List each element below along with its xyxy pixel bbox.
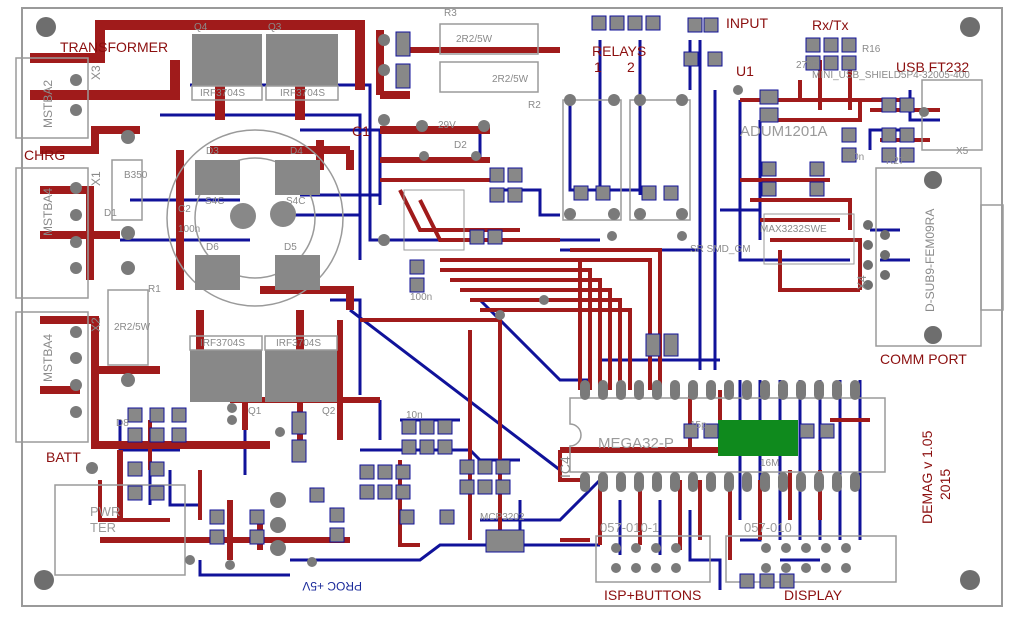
label-batt: BATT: [46, 449, 81, 465]
label-display: DISPLAY: [784, 587, 843, 603]
label-mstba4-a: MSTBA4: [41, 188, 55, 236]
label-c2-value: 100n: [178, 224, 200, 235]
label-transformer: TRANSFORMER: [60, 39, 168, 55]
label-hdr2: 057-010: [744, 520, 792, 535]
label-usb-ft232: USB FT232: [896, 59, 969, 75]
label-d8: D8: [116, 418, 129, 429]
label-mstba2: MSTBA2: [41, 80, 55, 128]
label-d2: D2: [454, 140, 467, 151]
label-relay-1: 1: [594, 59, 602, 75]
label-chrg: CHRG: [24, 147, 65, 163]
label-r2-value: 2R2/5W: [492, 74, 529, 85]
label-29v: 29V: [438, 120, 456, 131]
smd-pads: [127, 15, 915, 589]
label-irf-q4: IRF3704S: [200, 88, 245, 99]
label-c2: C2: [178, 204, 191, 215]
label-pwr: PWR: [90, 504, 120, 519]
label-q2: Q2: [322, 406, 336, 417]
label-q3: Q3: [268, 22, 282, 33]
silkscreen-labels: TRANSFORMER CHRG BATT INPUT RELAYS 1 2 R…: [24, 8, 970, 603]
label-input: INPUT: [726, 15, 768, 31]
label-ter: TER: [90, 520, 116, 535]
mounting-holes: [34, 17, 980, 590]
label-r1: R1: [148, 284, 161, 295]
label-r2: R2: [528, 100, 541, 111]
label-mcp: MCP3202: [480, 512, 525, 523]
label-usb-shield: MINI_USB_SHIELD5P4-32005-400: [812, 70, 970, 81]
label-10n: 10n: [406, 410, 423, 421]
label-irf-q1: IRF3704S: [200, 338, 245, 349]
toroid-outline: [166, 129, 344, 307]
label-x4: X4: [855, 275, 869, 290]
label-relay-2: 2: [627, 59, 635, 75]
label-demag-version: DEMAG v 1.05: [919, 430, 935, 524]
label-rxtx: Rx/Tx: [812, 17, 849, 33]
mcu-pins: [580, 380, 860, 492]
label-d5: D5: [284, 242, 297, 253]
label-mstba4-b: MSTBA4: [41, 334, 55, 382]
label-q4: Q4: [194, 22, 208, 33]
terminal-blocks: [15, 57, 89, 443]
label-c1: C1: [352, 123, 370, 139]
label-b350: B350: [124, 170, 148, 181]
label-d1: D1: [104, 208, 117, 219]
mcu-outline: [569, 397, 886, 473]
label-hdr1: 057-010-1: [600, 520, 659, 535]
label-irf-q2: IRF3704S: [276, 338, 321, 349]
label-relay-model: SR SMD_GM: [690, 244, 751, 255]
label-16m: 16M: [760, 458, 779, 469]
label-100n-a: 100n: [842, 152, 864, 163]
label-irf-q3: IRF3704S: [280, 88, 325, 99]
label-100n-b: 100n: [410, 292, 432, 303]
label-r27: R27: [886, 156, 905, 167]
crystal-highlight: [718, 420, 798, 456]
mosfet-tabs: [189, 85, 339, 351]
terminal-pads: [70, 74, 82, 418]
label-15p: 15p: [690, 420, 707, 431]
label-r16: R16: [862, 44, 881, 55]
label-u1: U1: [736, 63, 754, 79]
headers: [54, 484, 897, 583]
label-demag-year: 2015: [937, 469, 953, 500]
label-comm-port: COMM PORT: [880, 351, 967, 367]
label-proc5v: PROC +5V: [302, 579, 362, 593]
label-270r: 270R: [796, 60, 820, 71]
label-x5: X5: [956, 146, 969, 157]
label-dsub: D-SUB9-FEM09RA: [923, 209, 937, 312]
label-q1: Q1: [248, 406, 262, 417]
mosfets: [190, 34, 338, 402]
label-s4c-b: S4C: [286, 196, 305, 207]
label-r3: R3: [444, 8, 457, 19]
label-max232: MAX3232SWE: [760, 224, 827, 235]
relay-outlines: [562, 99, 691, 221]
label-relays: RELAYS: [592, 43, 646, 59]
db9-pads: [863, 171, 942, 344]
db9-outline: [875, 167, 1004, 347]
label-s4c-a: S4C: [205, 196, 224, 207]
board-outline: [21, 7, 1003, 607]
label-r3-value: 2R2/5W: [456, 34, 493, 45]
label-mega: MEGA32-P: [598, 435, 674, 452]
label-isp: ISP+BUTTONS: [604, 587, 701, 603]
label-x3: X3: [89, 65, 103, 80]
label-r1-value: 2R2/5W: [114, 322, 151, 333]
label-d3: D3: [206, 146, 219, 157]
label-d6: D6: [206, 242, 219, 253]
label-x1: X1: [89, 171, 103, 186]
label-d4: D4: [290, 146, 303, 157]
label-ic4: IC4: [557, 456, 573, 478]
power-resistors: [107, 23, 539, 366]
label-x2: X2: [89, 317, 103, 332]
diodes: [195, 160, 320, 290]
vias: [86, 34, 929, 573]
label-adum: ADUM1201A: [740, 123, 828, 140]
usb-outline: [921, 79, 983, 151]
